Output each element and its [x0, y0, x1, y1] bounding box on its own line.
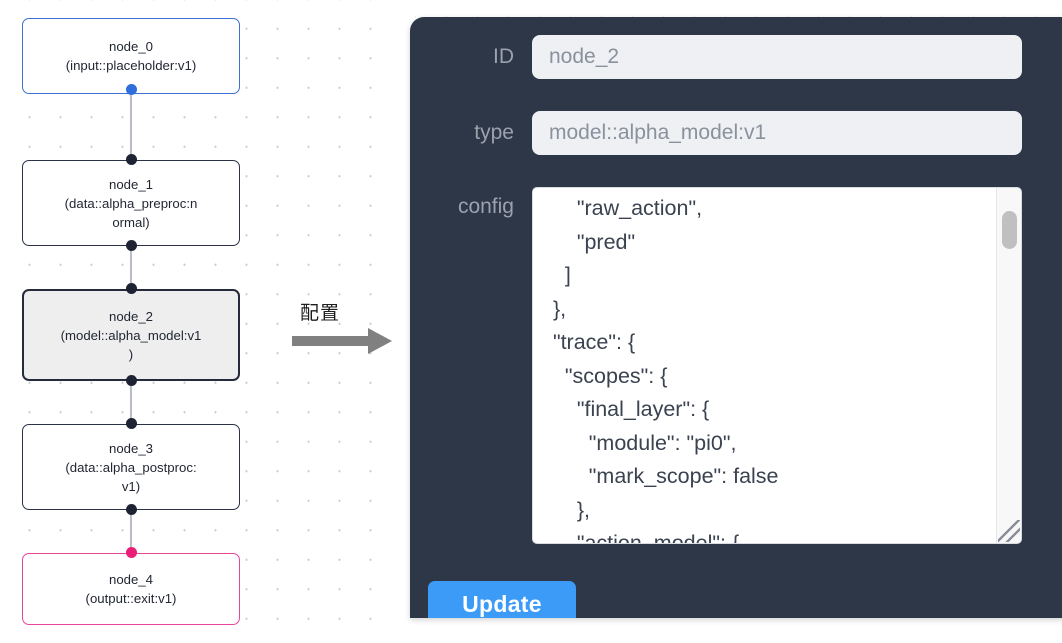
graph-node-node_4[interactable]: node_4 (output::exit:v1): [22, 553, 240, 625]
graph-node-node_0[interactable]: node_0 (input::placeholder:v1): [22, 18, 240, 94]
node-type-label-line1: (data::alpha_preproc:n: [64, 195, 198, 211]
graph-node-node_3[interactable]: node_3 (data::alpha_postproc: v1): [22, 424, 240, 510]
update-button[interactable]: Update: [428, 581, 576, 618]
node-port-node_2-output[interactable]: [125, 375, 137, 386]
right-arrow-icon: [292, 328, 392, 354]
node-id-label: node_1: [108, 176, 153, 192]
transition-annotation: 配置: [292, 298, 402, 360]
node-type-label: (input::placeholder:v1): [65, 58, 197, 73]
edge-node1-node2: [130, 242, 132, 292]
config-textarea[interactable]: "raw_action", "pred" ] }, "trace": { "sc…: [552, 196, 779, 544]
config-textarea-wrapper[interactable]: "raw_action", "pred" ] }, "trace": { "sc…: [532, 187, 1022, 544]
node-id-label: node_0: [108, 39, 153, 54]
node-graph-canvas[interactable]: node_0 (input::placeholder:v1) node_1 (d…: [0, 0, 400, 643]
node-port-node_4-input[interactable]: [125, 547, 137, 558]
graph-node-node_1[interactable]: node_1 (data::alpha_preproc:n ormal): [22, 160, 240, 246]
node-port-node_1-input[interactable]: [125, 154, 137, 165]
edge-node3-node4: [130, 506, 132, 556]
node-port-node_1-output[interactable]: [125, 240, 137, 251]
config-field-label: config: [457, 195, 514, 218]
config-field-config-row: config "raw_action", "pred" ] }, "trace"…: [410, 187, 1022, 544]
config-field-type-row: type model::alpha_model:v1: [410, 111, 1022, 155]
graph-node-node_2[interactable]: node_2 (model::alpha_model:v1 ): [22, 289, 240, 381]
edge-node2-node3: [130, 377, 132, 427]
canvas-grid-dots-top: [398, 0, 1062, 17]
node-port-node_3-input[interactable]: [125, 418, 137, 429]
node-type-label-line1: (data::alpha_postproc:: [65, 459, 197, 475]
id-input[interactable]: node_2: [532, 35, 1022, 79]
node-id-label: node_3: [108, 440, 153, 456]
node-port-node_2-input[interactable]: [125, 283, 137, 294]
node-type-label-line2: ): [128, 346, 134, 362]
resize-grip-icon[interactable]: [998, 520, 1020, 542]
node-type-label-line2: v1): [121, 478, 141, 494]
node-port-node_0-output[interactable]: [125, 84, 137, 95]
edge-node0-node1: [130, 90, 132, 162]
node-id-label: node_4: [108, 572, 153, 587]
type-field-label: type: [474, 121, 514, 144]
node-id-label: node_2: [108, 308, 153, 324]
config-textarea-scrollbar[interactable]: [996, 188, 1021, 543]
node-port-node_3-output[interactable]: [125, 504, 137, 515]
id-field-label: ID: [493, 45, 514, 68]
scrollbar-thumb[interactable]: [1002, 211, 1017, 249]
canvas-grid-dots-left: [398, 0, 412, 643]
node-type-label: (output::exit:v1): [85, 591, 177, 606]
node-type-label-line1: (model::alpha_model:v1: [60, 327, 202, 343]
config-field-id-row: ID node_2: [410, 35, 1022, 79]
transition-label: 配置: [300, 302, 341, 324]
type-input[interactable]: model::alpha_model:v1: [532, 111, 1022, 155]
node-type-label-line2: ormal): [112, 214, 150, 230]
node-config-panel: ID node_2 type model::alpha_model:v1 con…: [410, 17, 1062, 618]
